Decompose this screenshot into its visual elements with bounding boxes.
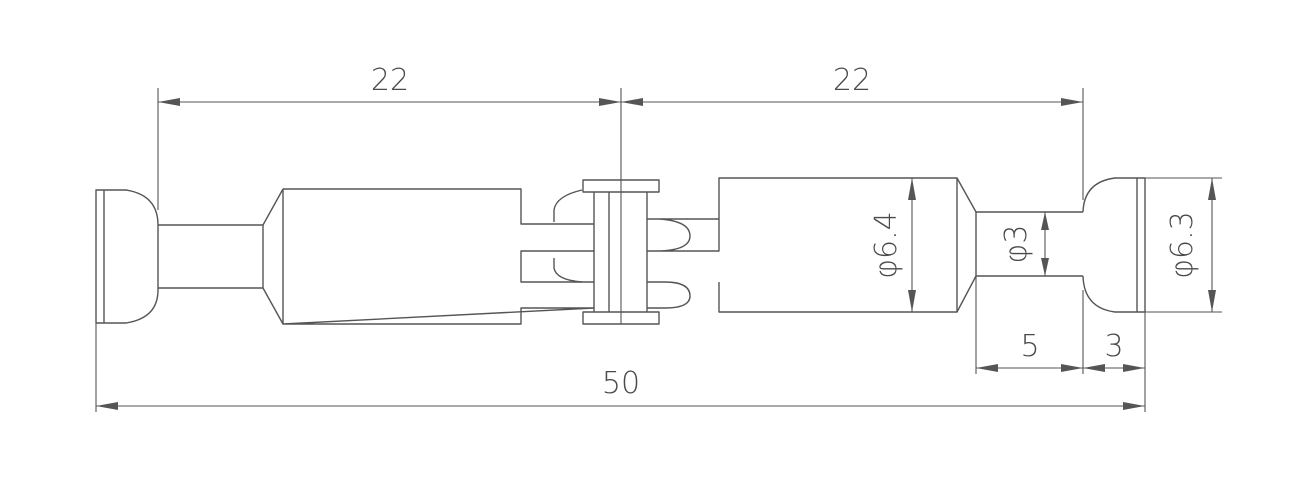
- dim-right-span-label: 22: [833, 63, 871, 98]
- dim-head-diameter-label: φ6.3: [1165, 211, 1200, 279]
- dim-overall-label: 50: [602, 366, 640, 401]
- dim-body-diameter: φ6.4: [869, 178, 916, 312]
- right-prongs: [647, 218, 720, 309]
- left-neck: [158, 224, 263, 289]
- dim-neck-diameter: φ3: [999, 212, 1049, 276]
- dim-neck-length-label: 5: [1020, 329, 1039, 364]
- dim-left-span-label: 22: [371, 63, 409, 98]
- dim-right-span: 22: [621, 63, 1083, 106]
- right-head: [1082, 177, 1146, 313]
- right-neck: [976, 211, 1083, 277]
- dim-head-diameter: φ6.3: [1165, 178, 1216, 312]
- extension-lines: [95, 88, 1222, 412]
- right-body: [718, 177, 958, 313]
- dim-overall: 50: [96, 366, 1145, 410]
- dim-left-span: 22: [158, 63, 621, 106]
- dim-head-thickness: 3: [1083, 329, 1145, 372]
- dim-body-diameter-label: φ6.4: [869, 211, 904, 279]
- dim-head-thickness-label: 3: [1104, 329, 1123, 364]
- right-taper: [956, 177, 977, 313]
- left-taper: [262, 188, 284, 325]
- dim-neck-length: 5: [976, 329, 1083, 372]
- left-head: [95, 189, 159, 324]
- left-prongs: [553, 189, 583, 283]
- dim-neck-diameter-label: φ3: [999, 225, 1034, 264]
- left-body: [282, 188, 595, 325]
